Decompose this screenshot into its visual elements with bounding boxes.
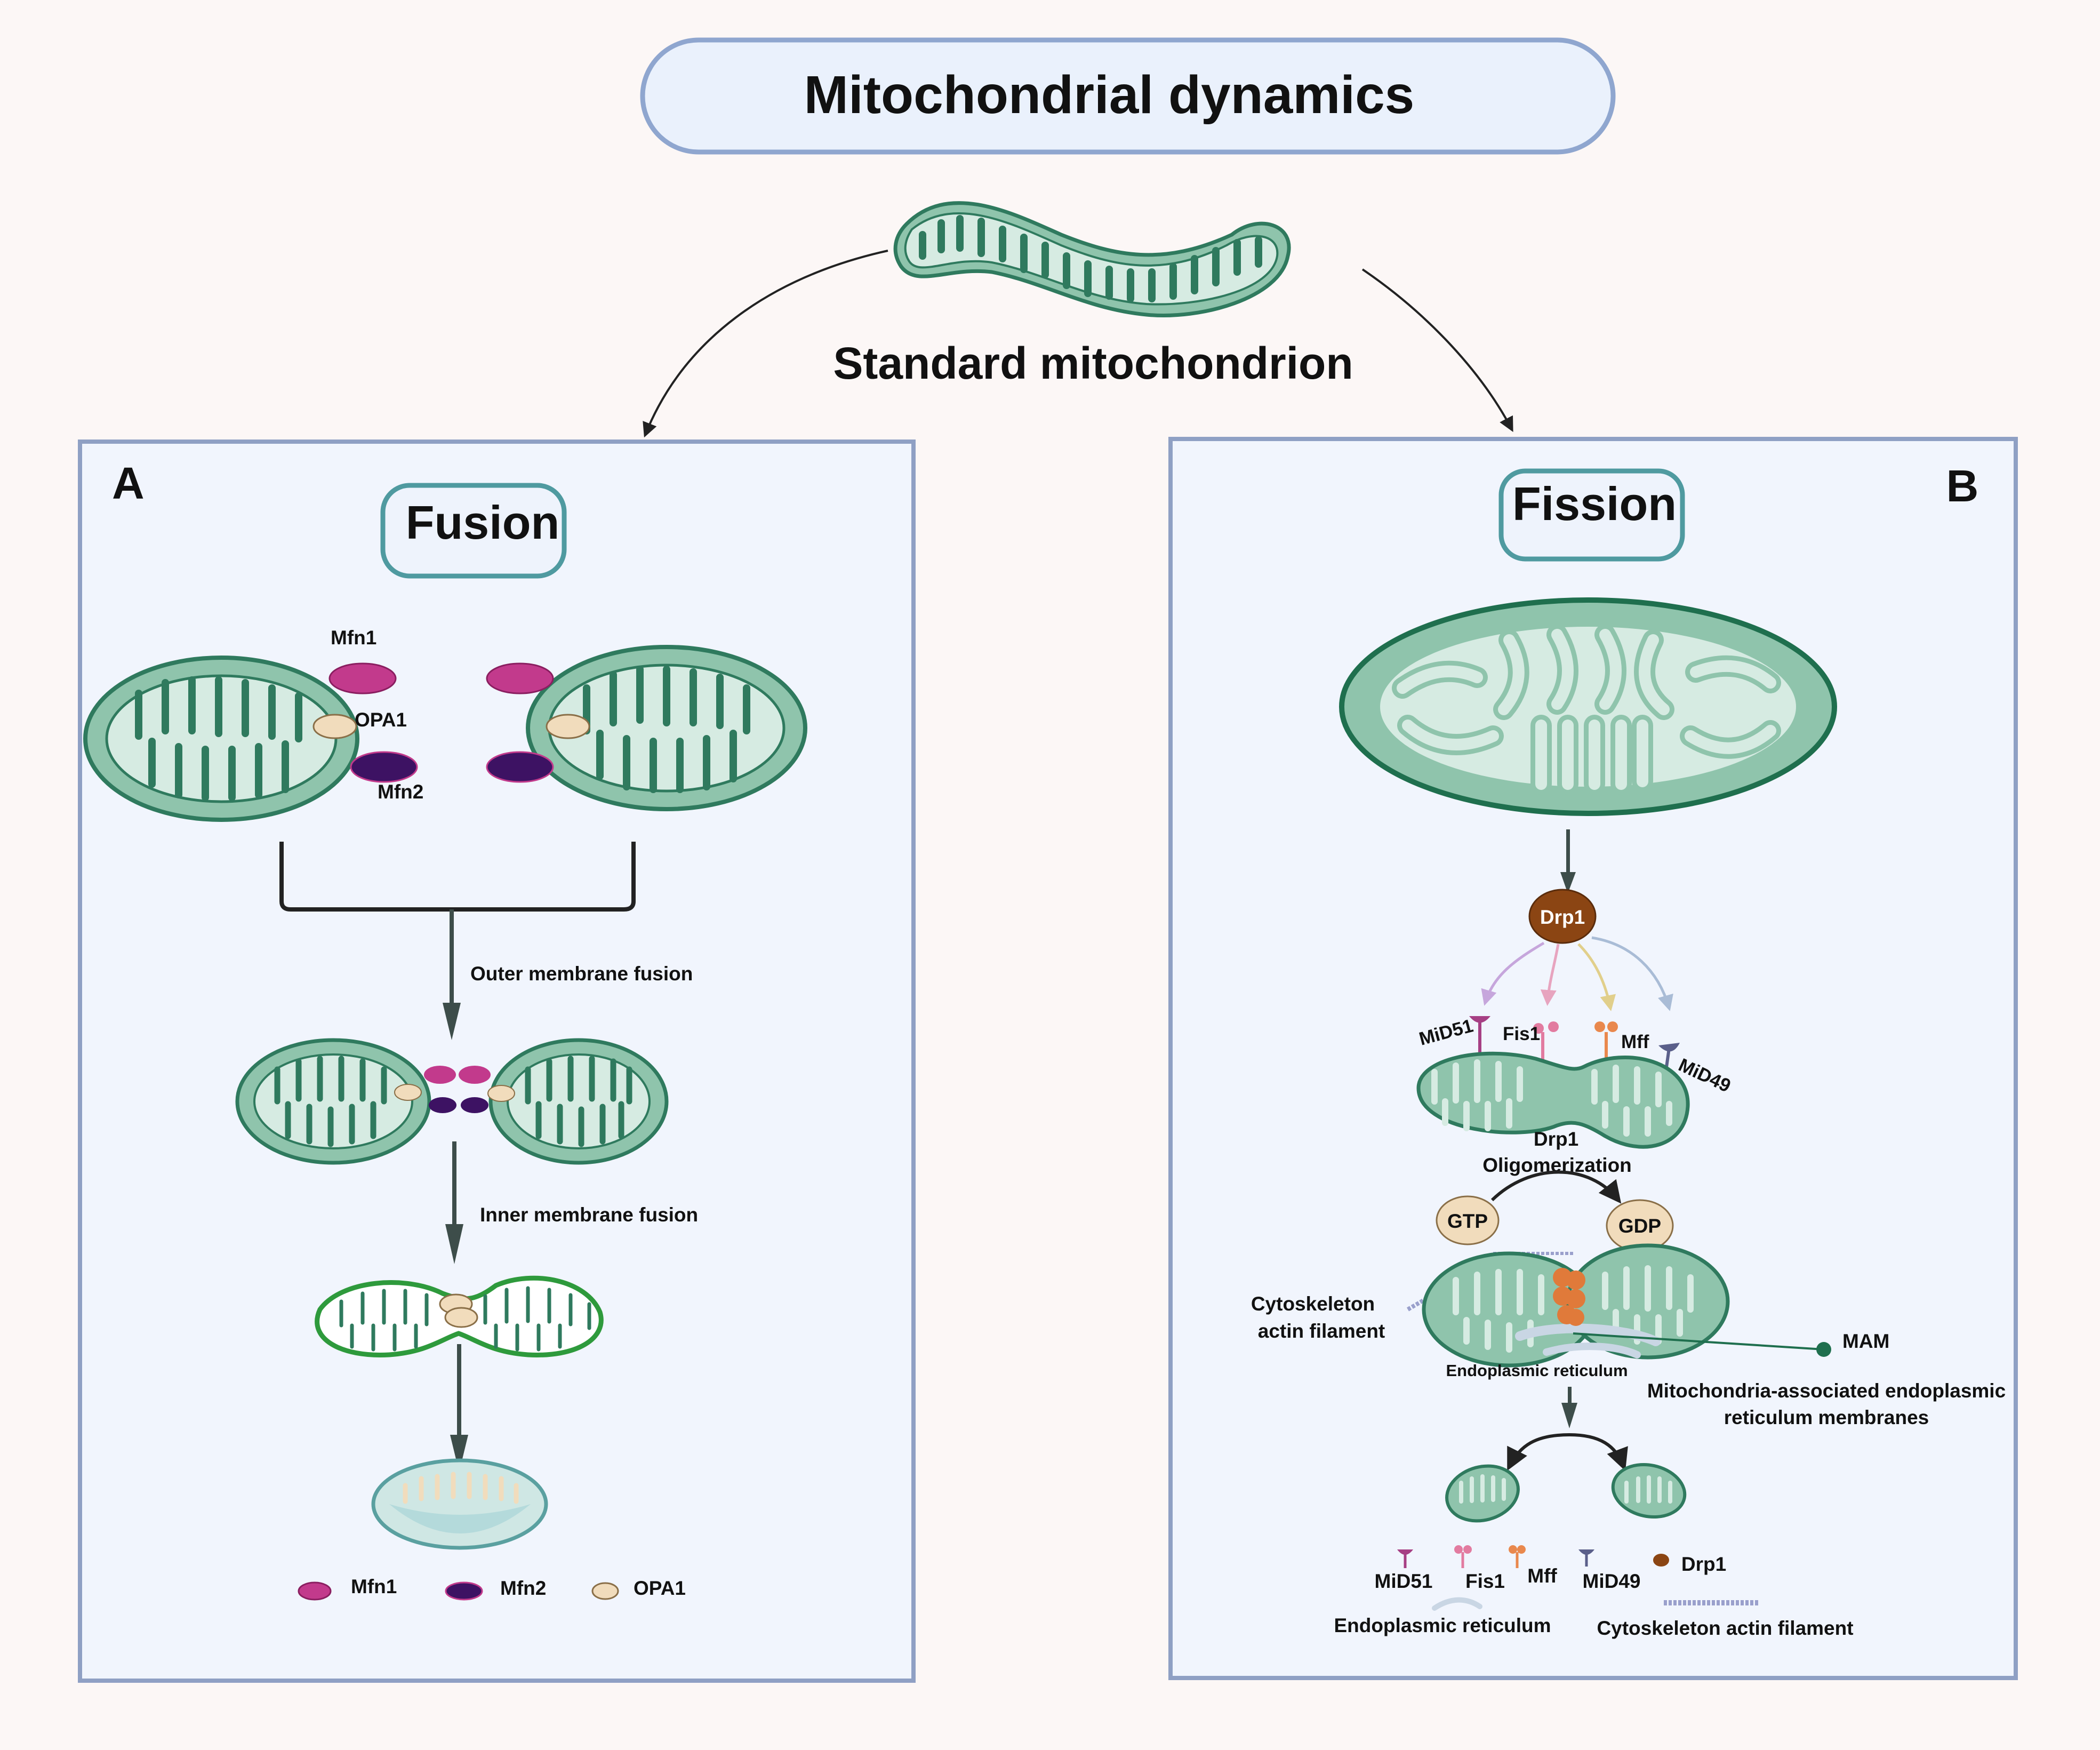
down-arrow-outer <box>443 909 461 1040</box>
mfn2-protein-right <box>486 751 554 783</box>
legend-mid51-icon <box>1397 1549 1413 1568</box>
fusion-mito-right <box>526 645 807 811</box>
mam-pointer-dot <box>1816 1342 1831 1357</box>
legend-er-label: Endoplasmic reticulum <box>1334 1615 1551 1636</box>
opa1-protein-right <box>546 714 590 739</box>
title-banner <box>640 37 1616 155</box>
inner-membrane-fusion-label: Inner membrane fusion <box>480 1204 698 1226</box>
arrow-to-fusion <box>643 250 888 438</box>
legend-opa1-swatch <box>591 1582 619 1600</box>
standard-mitochondrion <box>893 201 1291 318</box>
mfn2-protein-left <box>350 751 418 783</box>
arrow-to-fis1 <box>1540 944 1560 1006</box>
mff-receptor-icon <box>1594 1021 1618 1061</box>
legend-er-icon <box>1432 1597 1482 1611</box>
legend-fis1-icon <box>1454 1545 1472 1568</box>
daughter-mitochondrion-left <box>1445 1464 1520 1523</box>
legend-mid49-icon <box>1578 1549 1594 1567</box>
mam-full-label-2: reticulum membranes <box>1724 1407 1929 1428</box>
legend-mfn2-label: Mfn2 <box>500 1577 546 1599</box>
drp1-node <box>1528 889 1597 944</box>
outer-fusion-mitochondria <box>235 1038 669 1165</box>
fusion-heading: Fusion <box>406 496 559 549</box>
split-arrow-left <box>1507 1433 1570 1471</box>
merge-bracket <box>279 842 636 912</box>
gtp-node <box>1436 1195 1500 1245</box>
legend-mid49-label: MiD49 <box>1583 1570 1641 1592</box>
gtp-to-gdp-arrow <box>1490 1170 1622 1204</box>
panel-a-letter: A <box>112 458 145 508</box>
legend-opa1-label: OPA1 <box>634 1577 686 1599</box>
down-arrow-daughters <box>1561 1387 1577 1428</box>
fis1-label: Fis1 <box>1503 1024 1540 1044</box>
fusion-mito-left <box>83 656 359 822</box>
arrow-to-mid49 <box>1591 936 1673 1011</box>
standard-mitochondrion-label: Standard mitochondrion <box>833 338 1353 388</box>
arrow-to-mid51 <box>1481 941 1545 1006</box>
opa1-protein-left <box>312 714 357 739</box>
fis1-receptor-icon <box>1533 1021 1559 1061</box>
legend-mfn1-swatch <box>298 1581 332 1601</box>
down-arrow-inner <box>445 1141 463 1264</box>
inner-fusion-mitochondria <box>315 1275 604 1357</box>
legend-mfn1-label: Mfn1 <box>351 1576 397 1597</box>
legend-mid51-label: MiD51 <box>1375 1570 1433 1592</box>
mam-full-label-1: Mitochondria-associated endoplasmic <box>1647 1380 2006 1402</box>
cytoskeleton-label-2: actin filament <box>1258 1320 1385 1342</box>
arrow-to-fission <box>1361 268 1513 432</box>
panel-b-letter: B <box>1946 461 1979 511</box>
figure-title: Mitochondrial dynamics <box>804 65 1415 125</box>
mid51-receptor-icon <box>1469 1016 1490 1053</box>
legend-mff-label: Mff <box>1527 1565 1557 1587</box>
constricting-mitochondrion <box>1416 1051 1690 1149</box>
fusion-heading-box <box>380 483 567 579</box>
gtp-label: GTP <box>1447 1210 1488 1232</box>
legend-mfn2-swatch <box>445 1581 483 1601</box>
legend-drp1-swatch <box>1653 1554 1669 1567</box>
cytoskeleton-label-1: Cytoskeleton <box>1251 1293 1375 1315</box>
mff-label: Mff <box>1621 1032 1649 1052</box>
mam-label: MAM <box>1842 1330 1889 1352</box>
daughter-mitochondrion-right <box>1611 1463 1687 1519</box>
fission-mito-er-complex <box>1406 1243 1730 1368</box>
legend-mff-icon <box>1509 1545 1526 1568</box>
mam-pointer-line <box>1573 1332 1824 1351</box>
arrow-to-mff <box>1577 943 1616 1011</box>
mfn1-protein-right <box>486 662 554 694</box>
legend-cyto-label: Cytoskeleton actin filament <box>1597 1617 1853 1639</box>
drp1-node-label: Drp1 <box>1540 906 1585 928</box>
er-label: Endoplasmic reticulum <box>1446 1361 1628 1380</box>
mfn1-label: Mfn1 <box>331 627 376 649</box>
mfn1-protein-left <box>328 662 397 694</box>
fused-mitochondrion <box>371 1458 548 1550</box>
down-arrow-drp1 <box>1560 829 1576 893</box>
outer-membrane-fusion-label: Outer membrane fusion <box>470 963 693 985</box>
fission-heading-box <box>1498 468 1685 562</box>
legend-fis1-label: Fis1 <box>1465 1570 1505 1592</box>
legend-drp1-label: Drp1 <box>1681 1553 1726 1575</box>
mfn2-label: Mfn2 <box>378 781 423 803</box>
down-arrow-final <box>450 1344 468 1472</box>
split-arrow-right <box>1569 1433 1628 1471</box>
fission-heading: Fission <box>1512 477 1677 530</box>
drp1-oligomerization-label-1: Drp1 <box>1534 1128 1578 1150</box>
opa1-label: OPA1 <box>355 709 407 731</box>
gdp-label: GDP <box>1618 1215 1661 1237</box>
fission-large-mitochondrion <box>1339 597 1837 816</box>
